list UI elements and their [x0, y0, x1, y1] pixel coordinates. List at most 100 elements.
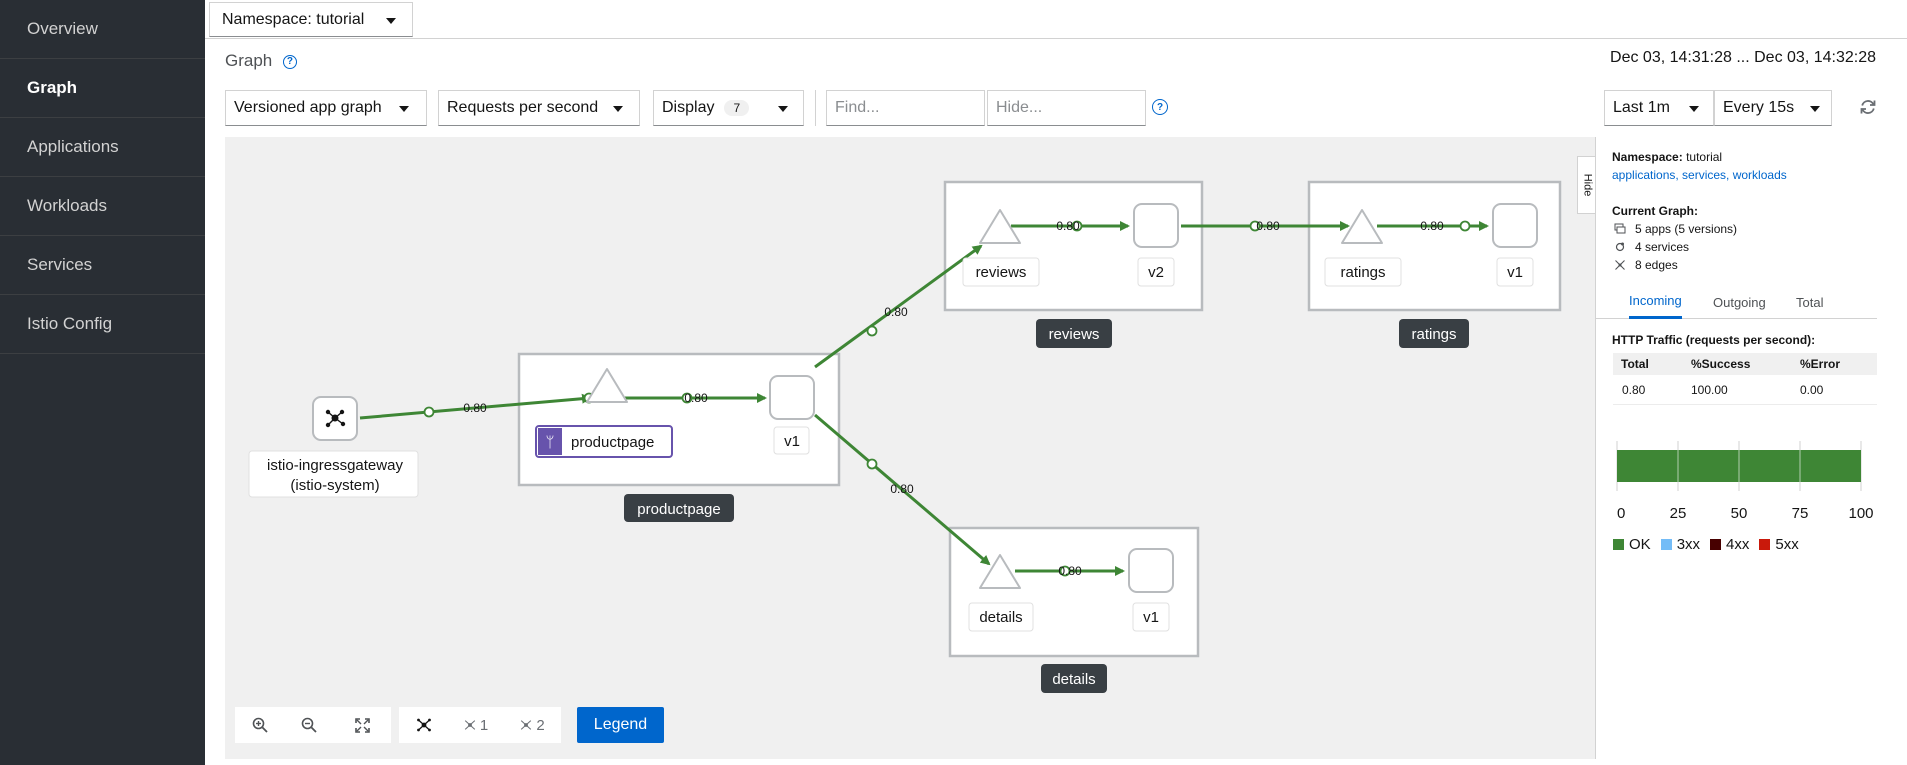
refresh-interval-select[interactable]: Every 15s: [1714, 90, 1832, 126]
edge-label: 0.80: [684, 391, 708, 405]
ratings-v1-label: v1: [1507, 264, 1523, 281]
caret-down-icon: [613, 106, 623, 112]
display-select[interactable]: Display 7: [653, 90, 804, 126]
legend-button[interactable]: Legend: [577, 707, 664, 743]
tick-label: 25: [1670, 505, 1687, 522]
details-v1-label: v1: [1143, 609, 1159, 626]
edge-label: 0.80: [463, 401, 487, 415]
productpage-v1-label-box: [773, 426, 810, 455]
gateway-namespace-label: (istio-system): [290, 477, 379, 494]
legend-4xx-label: 4xx: [1726, 536, 1750, 553]
namespace-select[interactable]: Namespace: tutorial: [209, 2, 413, 37]
apps-count: 5 apps (5 versions): [1614, 222, 1737, 236]
reviews-service-node[interactable]: [979, 209, 1021, 244]
edge-productpage-details[interactable]: [814, 413, 991, 566]
topology-icon: [521, 720, 532, 730]
reviews-v2-label: v2: [1148, 264, 1164, 281]
productpage-group-label-box: [624, 494, 734, 522]
productpage-label-chip[interactable]: [535, 425, 673, 458]
reviews-group-label: reviews: [1049, 326, 1100, 343]
gateway-icon: [325, 409, 346, 428]
tab-outgoing-label: Outgoing: [1713, 294, 1766, 310]
sidebar-item-applications[interactable]: Applications: [0, 118, 205, 177]
productpage-v1-node[interactable]: [769, 375, 815, 420]
edge-dot: [1249, 220, 1261, 232]
edge-label: 0.80: [1056, 219, 1080, 233]
ratings-service-node[interactable]: [1341, 209, 1383, 244]
details-v1-node[interactable]: [1128, 548, 1174, 593]
sidebar-item-istio-config[interactable]: Istio Config: [0, 295, 205, 354]
caret-down-icon: [1810, 106, 1820, 112]
details-service-node[interactable]: [979, 554, 1021, 589]
find-help-icon[interactable]: ?: [1152, 99, 1168, 115]
sidebar-item-workloads[interactable]: Workloads: [0, 177, 205, 236]
cell-error: 0.00: [1800, 382, 1824, 397]
edges-icon: [1615, 260, 1625, 270]
reviews-v2-node[interactable]: [1133, 203, 1179, 248]
fit-button[interactable]: [333, 707, 391, 743]
graph-canvas[interactable]: 0.80 0.80 0.80 0.80 0.80 0.80 0.80 0.80 …: [225, 137, 1595, 759]
details-service-label: details: [979, 609, 1022, 626]
refresh-interval-label: Every 15s: [1723, 99, 1795, 116]
sidebar-item-label: Overview: [27, 19, 98, 38]
services-icon: [1615, 242, 1625, 252]
help-icon[interactable]: ?: [282, 54, 297, 69]
legend-ok-label: OK: [1629, 536, 1651, 553]
hide-panel-label: Hide: [1581, 173, 1593, 197]
sidebar-item-graph[interactable]: Graph: [0, 59, 205, 118]
panel-namespace: Namespace: tutorial: [1612, 150, 1722, 164]
graph-type-select[interactable]: Versioned app graph: [225, 90, 427, 126]
productpage-badge: [538, 428, 562, 455]
graph-type-label: Versioned app graph: [234, 99, 382, 116]
duration-select[interactable]: Last 1m: [1604, 90, 1714, 126]
layout-1-button[interactable]: 1: [448, 707, 503, 743]
productpage-v1-label: v1: [784, 433, 800, 450]
namespace-select-label: Namespace: tutorial: [222, 10, 365, 28]
duration-label: Last 1m: [1613, 99, 1670, 116]
layout-default-button[interactable]: [399, 707, 448, 743]
edge-dot: [681, 392, 693, 404]
sidebar-item-label: Workloads: [27, 196, 107, 215]
tab-incoming[interactable]: Incoming: [1629, 285, 1682, 319]
traffic-tabs: Incoming Outgoing Total: [1596, 285, 1877, 319]
reviews-group-label-box: [1036, 319, 1112, 348]
ratings-service-label: ratings: [1340, 264, 1385, 281]
tab-outgoing[interactable]: Outgoing: [1713, 285, 1766, 319]
tab-total[interactable]: Total: [1796, 285, 1823, 319]
traffic-table: Total %Success %Error 0.80 100.00 0.00: [1613, 353, 1877, 405]
details-service-label-box: [968, 602, 1034, 632]
bar-grid-front: [1677, 450, 1801, 482]
topology-icon: [416, 718, 431, 732]
layout-2-button[interactable]: 2: [503, 707, 561, 743]
legend-swatch-ok: [1613, 539, 1624, 550]
edge-label: 0.80: [1058, 564, 1082, 578]
edge-dot: [866, 458, 878, 470]
edge-productpage-reviews[interactable]: [814, 244, 983, 369]
hide-input[interactable]: [987, 90, 1146, 126]
ratings-group-label-box: [1399, 319, 1469, 348]
zoom-out-button[interactable]: [284, 707, 333, 743]
edge-label-select[interactable]: Requests per second: [438, 90, 640, 126]
refresh-button[interactable]: [1857, 96, 1879, 118]
sidebar-item-label: Istio Config: [27, 314, 113, 333]
find-input[interactable]: [826, 90, 985, 126]
panel-links[interactable]: applications, services, workloads: [1612, 168, 1787, 182]
reviews-service-label-box: [962, 257, 1040, 287]
edge-gateway-productpage[interactable]: [359, 393, 592, 420]
sidebar-item-overview[interactable]: Overview: [0, 0, 205, 59]
productpage-service-node[interactable]: [586, 368, 628, 403]
zoom-controls: [235, 707, 391, 743]
sidebar-item-services[interactable]: Services: [0, 236, 205, 295]
tick-label: 0: [1617, 505, 1625, 522]
legend-swatch-4xx: [1710, 539, 1722, 550]
refresh-icon: [1860, 100, 1876, 114]
ratings-v1-node[interactable]: [1492, 203, 1538, 248]
layout-1-label: 1: [479, 716, 489, 734]
hide-panel-tab[interactable]: Hide: [1577, 156, 1597, 214]
edge-dot: [1459, 220, 1471, 232]
traffic-title: HTTP Traffic (requests per second):: [1612, 333, 1816, 347]
legend-5xx-label: 5xx: [1775, 536, 1799, 553]
header-total: Total: [1621, 357, 1649, 371]
legend-swatch-5xx: [1759, 539, 1771, 550]
zoom-in-button[interactable]: [235, 707, 284, 743]
